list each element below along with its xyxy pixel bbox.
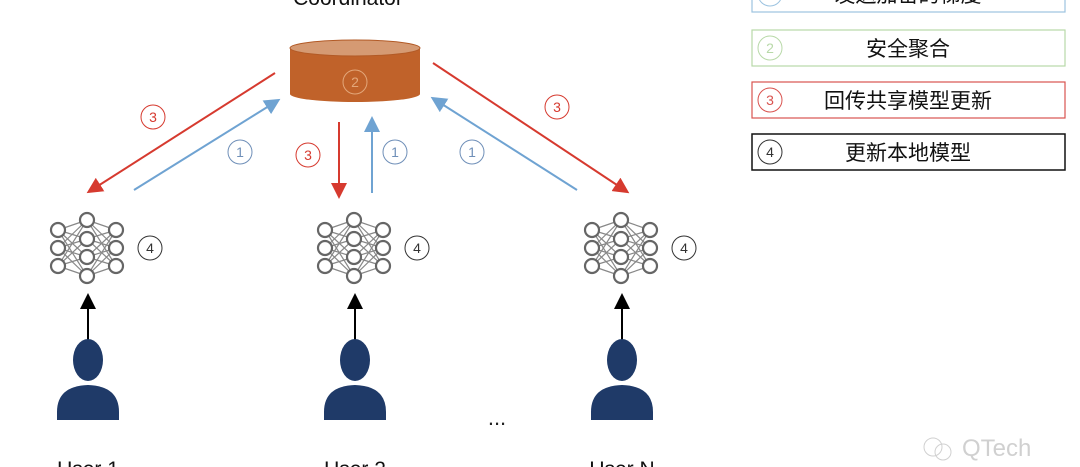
- step-1-badge: 1: [227, 139, 253, 165]
- legend-item-step-3: 3 回传共享模型更新: [751, 81, 1066, 119]
- svg-text:1: 1: [766, 0, 774, 2]
- arrow-gradient-userN: [430, 96, 578, 191]
- legend-item-step-4: 4 更新本地模型: [751, 133, 1066, 171]
- svg-text:4: 4: [680, 240, 688, 256]
- step-4-badge: 4: [671, 235, 697, 261]
- step-4-badge: 4: [404, 235, 430, 261]
- legend-text: 发送加密的梯度: [835, 0, 982, 7]
- neural-network-icon: [49, 211, 125, 285]
- arrow-model-update-userN: [432, 62, 630, 194]
- watermark: QTech: [923, 435, 1031, 462]
- user-label: User 2: [324, 458, 386, 467]
- arrow-gradient-user1: [133, 98, 281, 191]
- svg-text:3: 3: [553, 99, 561, 115]
- coordinator-label: Coordinator: [293, 0, 403, 10]
- step-3-badge: 3: [140, 104, 166, 130]
- user-icon: [57, 339, 119, 420]
- svg-text:1: 1: [236, 144, 244, 160]
- svg-text:4: 4: [146, 240, 154, 256]
- step-1-badge: 1: [459, 139, 485, 165]
- legend-text: 回传共享模型更新: [824, 89, 992, 113]
- ellipsis: ...: [488, 405, 506, 430]
- step-4-badge: 4: [137, 235, 163, 261]
- legend-text: 安全聚合: [866, 37, 950, 61]
- step-2-badge: [342, 69, 368, 95]
- svg-text:3: 3: [766, 92, 774, 108]
- legend-item-step-2: 2 安全聚合: [751, 29, 1066, 67]
- neural-network-icon: [316, 211, 392, 285]
- user-icon: [324, 339, 386, 420]
- coordinator-cylinder: 2: [289, 39, 421, 102]
- step-1-badge: 1: [382, 139, 408, 165]
- neural-network-icon: [583, 211, 659, 285]
- svg-text:4: 4: [413, 240, 421, 256]
- svg-text:1: 1: [391, 144, 399, 160]
- arrow-model-update-user1: [86, 72, 276, 194]
- step-3-badge: 3: [295, 142, 321, 168]
- svg-text:2: 2: [766, 40, 774, 56]
- user-label: User N: [589, 458, 654, 467]
- svg-text:3: 3: [304, 147, 312, 163]
- svg-text:1: 1: [468, 144, 476, 160]
- legend-item-step-1: 1 发送加密的梯度: [751, 0, 1066, 13]
- legend-text: 更新本地模型: [845, 141, 971, 165]
- svg-text:3: 3: [149, 109, 157, 125]
- svg-text:QTech: QTech: [962, 435, 1031, 462]
- user-icon: [591, 339, 653, 420]
- user-label: User 1: [57, 458, 119, 467]
- svg-text:4: 4: [766, 144, 774, 160]
- step-3-badge: 3: [544, 94, 570, 120]
- svg-text:2: 2: [351, 74, 359, 90]
